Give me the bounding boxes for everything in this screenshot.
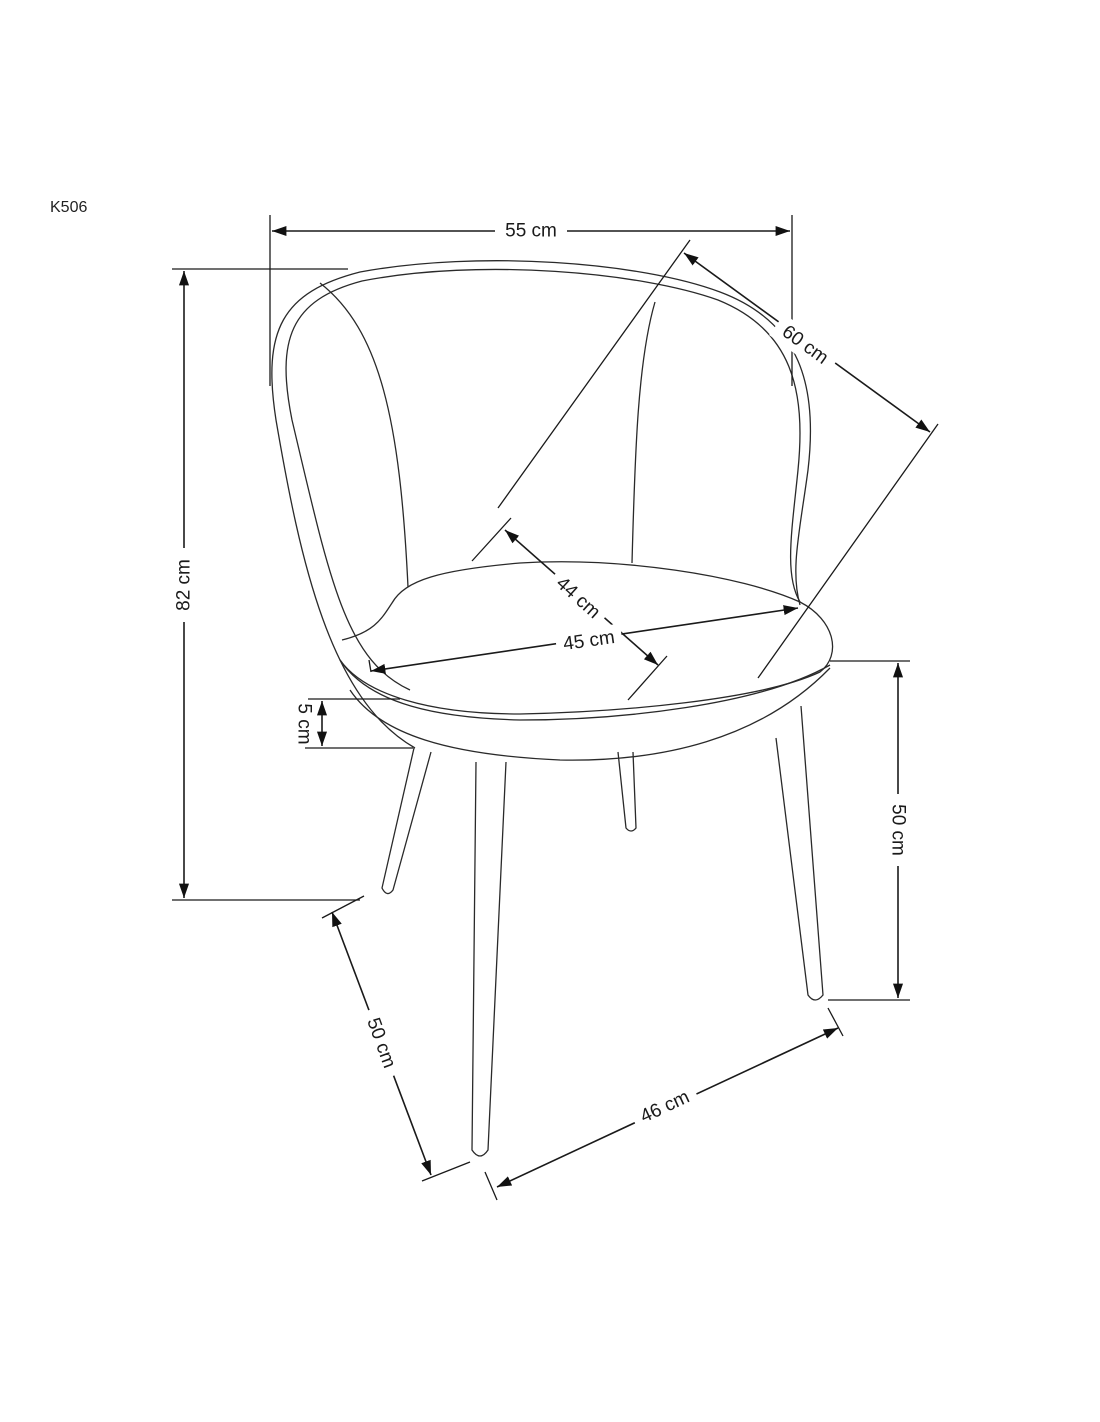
backrest-outer-shell [271,260,812,749]
backrest-left-seam [319,282,409,588]
dimension-seat-height: 50 cm [828,660,911,1001]
dimension-leg-depth: 50 cm [321,895,471,1182]
seat-height-label: 50 cm [888,804,909,856]
leg-front-left [471,761,507,1157]
leg-front-right [775,705,824,1001]
leg-back-right [617,751,637,832]
width-label: 55 cm [505,221,557,242]
seat-skirt [349,667,831,761]
seat-thickness-label: 5 cm [294,703,315,744]
dimension-width: 55 cm [269,215,793,386]
dimension-diagonal-depth: 60 cm [497,239,939,679]
leg-back-left [381,747,432,895]
chair-outline [271,260,834,1157]
dimension-seat-thickness: 5 cm [294,698,413,749]
dimension-height: 82 cm [171,268,360,901]
dimension-seat-width: 45 cm [368,605,799,674]
dimension-seat-depth: 44 cm [471,517,668,701]
seat-cushion-top [339,561,834,715]
seat-cushion-edge [339,659,831,721]
model-code: K506 [50,199,88,216]
backrest-right-seam [631,301,656,564]
height-label: 82 cm [174,559,195,611]
backrest-inner-shell [285,268,801,691]
dimension-leg-width: 46 cm [484,1007,844,1201]
